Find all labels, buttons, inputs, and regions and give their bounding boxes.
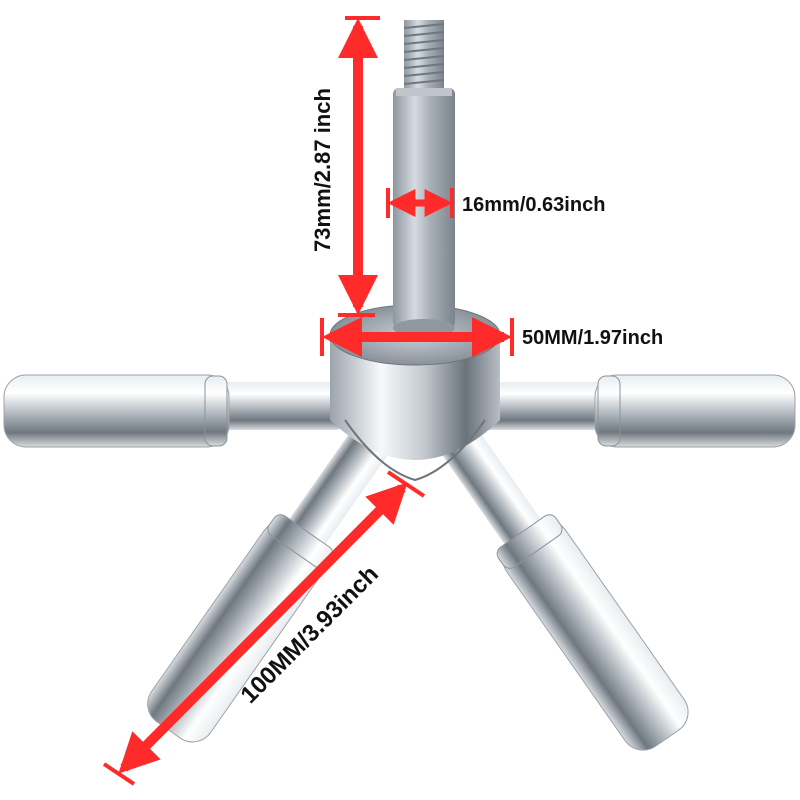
spoke-length-dimension: 100MM/3.93inch	[102, 470, 426, 786]
shaft-diameter-dimension: 16mm/0.63inch	[386, 188, 605, 218]
left-spoke	[3, 374, 345, 448]
threaded-shaft	[393, 20, 455, 337]
thread-lines	[403, 23, 445, 85]
shaft-diameter-label: 16mm/0.63inch	[462, 194, 605, 216]
hub-diameter-dimension: 50MM/1.97inch	[320, 317, 663, 357]
height-dimension: 73mm/2.87 inch	[310, 16, 380, 317]
hub-diameter-label: 50MM/1.97inch	[522, 327, 663, 349]
right-spoke	[450, 374, 796, 448]
height-label: 73mm/2.87 inch	[310, 88, 335, 252]
lower-right-spoke	[440, 426, 689, 751]
